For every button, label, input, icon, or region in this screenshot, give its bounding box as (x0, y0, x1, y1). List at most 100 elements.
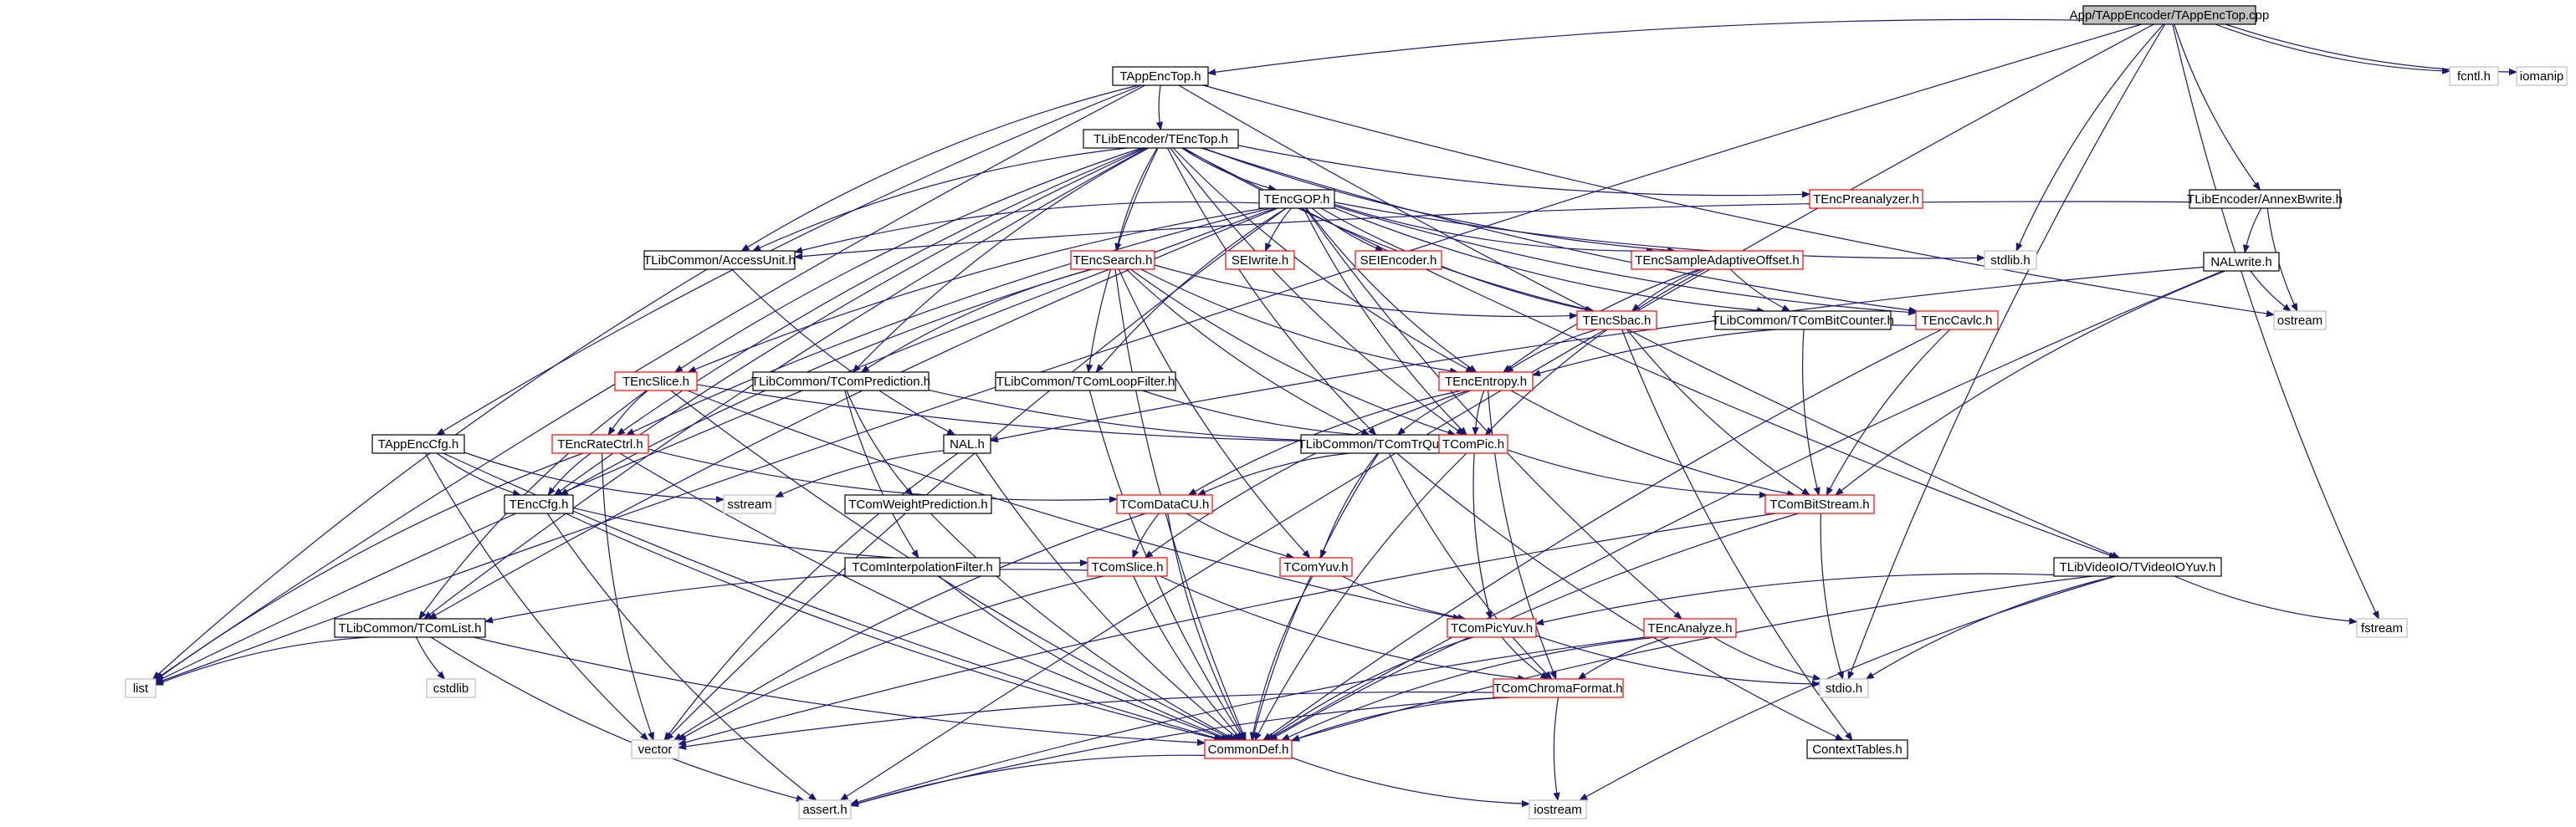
edge-tencsbac-to-tcombitstream (1626, 329, 1810, 495)
node-seiencoder[interactable]: SEIEncoder.h (1355, 250, 1442, 270)
edge-accessunit-to-nal (731, 268, 955, 435)
node-box-nal (943, 434, 991, 454)
node-tcomdatacu[interactable]: TComDataCU.h (1116, 494, 1213, 514)
node-box-tcompic (1438, 434, 1508, 454)
node-tvideoio[interactable]: TLibVideoIO/TVideoIOYuv.h (2053, 557, 2222, 577)
node-tlibenctop[interactable]: TLibEncoder/TEncTop.h (1083, 129, 1239, 149)
node-box-tencanalyze (1643, 618, 1737, 638)
node-tenccavlc[interactable]: TEncCavlc.h (1915, 310, 1999, 330)
edge-tencanalyze-to-commondef (1282, 636, 1657, 741)
edge-nalwrite-to-commondef (1267, 270, 2223, 740)
edge-nalwrite-to-ostream (2250, 270, 2291, 311)
edge-tenccavlc-to-tencentropy (1533, 324, 1917, 375)
node-box-tappenctop (1112, 66, 1209, 86)
node-weightpred[interactable]: TComWeightPrediction.h (844, 494, 992, 514)
node-box-commondef (1204, 739, 1293, 759)
edge-weightpred-to-commondef (930, 513, 1236, 740)
node-label-weightpred: TComWeightPrediction.h (848, 498, 987, 512)
node-label-tcomlist: TLibCommon/TComList.h (339, 621, 482, 636)
node-box-annexb (2189, 189, 2341, 209)
node-bitcounter[interactable]: TLibCommon/TComBitCounter.h (1712, 310, 1894, 330)
node-tencanalyze[interactable]: TEncAnalyze.h (1643, 618, 1737, 638)
edge-nal-to-vector (664, 452, 959, 740)
node-commondef[interactable]: CommonDef.h (1204, 739, 1293, 759)
node-chromaformat[interactable]: TComChromaFormat.h (1493, 678, 1624, 698)
node-tcompic[interactable]: TComPic.h (1438, 434, 1508, 454)
node-box-tcomyuv (1279, 557, 1353, 577)
edge-tencentropy-to-tcomslice (1145, 390, 1468, 558)
node-tappenctop[interactable]: TAppEncTop.h (1112, 66, 1209, 86)
node-nal[interactable]: NAL.h (943, 434, 991, 454)
node-label-interpfilter: TComInterpolationFilter.h (852, 560, 992, 574)
node-trquant[interactable]: TLibCommon/TComTrQuant.h (1298, 434, 1467, 454)
node-label-tencratectrl: TEncRateCtrl.h (557, 437, 643, 452)
node-label-tencanalyze: TEncAnalyze.h (1648, 621, 1733, 636)
node-root[interactable]: App/TAppEncoder/TAppEncTop.cpp (2070, 5, 2270, 25)
node-accessunit[interactable]: TLibCommon/AccessUnit.h (643, 250, 796, 270)
edge-accessunit-to-list (153, 268, 708, 679)
node-box-tenccfg (504, 494, 574, 514)
node-box-contexttables (1806, 739, 1908, 759)
edge-tlibenctop-to-trquant (1166, 147, 1376, 435)
edge-prediction-to-tcompic (928, 389, 1439, 442)
edge-tencgop-to-stdlib (1334, 202, 1984, 258)
node-label-loopfilter: TLibCommon/TComLoopFilter.h (996, 375, 1175, 389)
node-label-cstdlib: cstdlib (433, 682, 469, 696)
node-tencratectrl[interactable]: TEncRateCtrl.h (551, 434, 649, 454)
edge-tencratectrl-to-commondef (619, 452, 1229, 740)
edge-tencentropy-to-trquant (1398, 390, 1472, 435)
edge-chromaformat-to-commondef (1292, 697, 1512, 741)
edge-tcombitstream-to-stdio (1820, 513, 1842, 679)
edge-tcomlist-to-cstdlib (415, 636, 445, 679)
file-nodes: App/TAppEncoder/TAppEncTop.cppTAppEncTop… (125, 5, 2568, 819)
edge-tencsearch-to-prediction (862, 268, 1093, 372)
node-label-tcombitstream: TComBitStream.h (1769, 498, 1869, 512)
node-box-ostream (2273, 310, 2327, 330)
node-tencslice[interactable]: TEncSlice.h (614, 371, 698, 391)
node-box-list (125, 678, 156, 698)
edge-tencgop-to-tencsao (1334, 203, 1654, 252)
edge-tencentropy-to-tcomdatacu (1189, 390, 1462, 495)
node-tcompicyuv[interactable]: TComPicYuv.h (1447, 618, 1537, 638)
edge-tcompicyuv-to-chromaformat (1501, 636, 1548, 679)
node-annexb[interactable]: TLibEncoder/AnnexBwrite.h (2187, 189, 2343, 209)
node-tcomlist[interactable]: TLibCommon/TComList.h (334, 618, 486, 638)
node-tencsearch[interactable]: TEncSearch.h (1070, 250, 1155, 270)
node-prediction[interactable]: TLibCommon/TComPrediction.h (751, 371, 930, 391)
node-contexttables[interactable]: ContextTables.h (1806, 739, 1908, 759)
node-tcomslice[interactable]: TComSlice.h (1087, 557, 1168, 577)
edge-tcomyuv-to-tcompicyuv (1342, 575, 1466, 619)
edge-tlibenctop-to-prediction (853, 147, 1150, 372)
node-tencsbac[interactable]: TEncSbac.h (1576, 310, 1657, 330)
edge-tlibenctop-to-tvideoio (1181, 147, 2117, 558)
node-tencgop[interactable]: TEncGOP.h (1258, 189, 1335, 209)
node-label-tcompicyuv: TComPicYuv.h (1451, 621, 1533, 636)
edge-interpfilter-to-commondef (938, 575, 1232, 740)
node-list: list (125, 678, 156, 698)
node-loopfilter[interactable]: TLibCommon/TComLoopFilter.h (995, 371, 1176, 391)
node-tencsao[interactable]: TEncSampleAdaptiveOffset.h (1631, 250, 1804, 270)
node-tencpre[interactable]: TEncPreanalyzer.h (1809, 189, 1923, 209)
node-label-stdio: stdio.h (1826, 682, 1862, 696)
edge-annexb-to-nalwrite (2245, 207, 2262, 253)
edge-tencratectrl-to-tcomdatacu (648, 448, 1117, 500)
node-label-annexb: TLibEncoder/AnnexBwrite.h (2187, 192, 2343, 207)
node-label-nalwrite: NALwrite.h (2210, 255, 2271, 269)
node-box-tencratectrl (551, 434, 649, 454)
edge-tencsao-to-tencsbac (1632, 268, 1703, 311)
node-tcomyuv[interactable]: TComYuv.h (1279, 557, 1353, 577)
edge-tencgop-to-seiencoder (1311, 207, 1383, 252)
node-seiwrite[interactable]: SEIwrite.h (1225, 250, 1295, 270)
edge-root-to-tappenctop (1208, 18, 2084, 73)
node-tenccfg[interactable]: TEncCfg.h (504, 494, 574, 514)
node-tappenccfg[interactable]: TAppEncCfg.h (371, 434, 465, 454)
edge-tcomslice-to-commondef (1133, 575, 1242, 740)
edge-tappenctop-to-accessunit (741, 84, 1139, 251)
node-tencentropy[interactable]: TEncEntropy.h (1438, 371, 1534, 391)
edge-tlibenctop-to-tencentropy (1172, 147, 1473, 372)
node-label-vector: vector (638, 743, 673, 757)
node-nalwrite[interactable]: NALwrite.h (2203, 252, 2280, 272)
edge-tvideoio-to-commondef (1292, 575, 2093, 740)
node-interpfilter[interactable]: TComInterpolationFilter.h (844, 557, 1001, 577)
node-tcombitstream[interactable]: TComBitStream.h (1764, 494, 1875, 514)
